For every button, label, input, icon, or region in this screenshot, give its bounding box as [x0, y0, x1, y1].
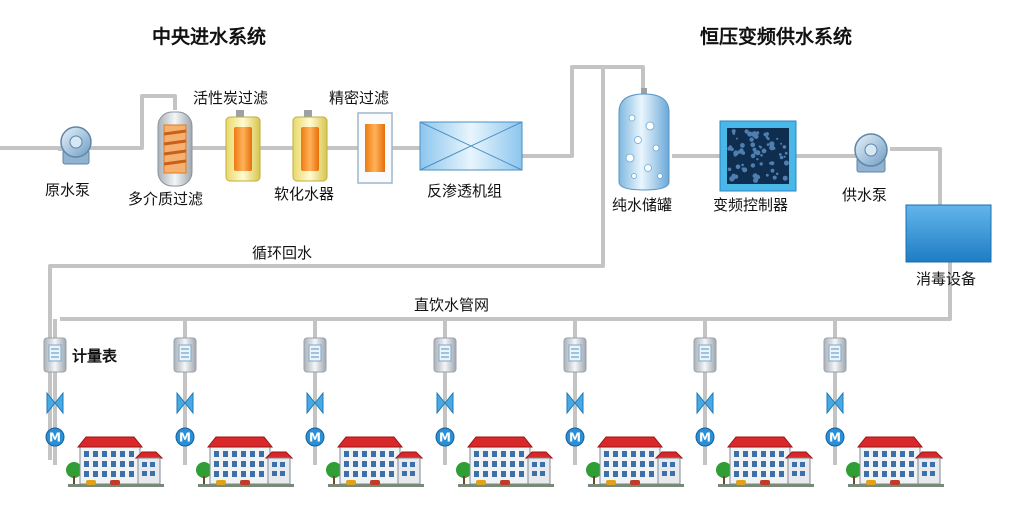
inlet-pipe [0, 94, 177, 150]
water-meter-icon [303, 337, 327, 373]
disinfection-label: 消毒设备 [916, 270, 977, 288]
pure-water-tank-icon [618, 88, 670, 191]
ro-outlet-pipe [522, 65, 645, 158]
water-meter-icon [43, 337, 67, 373]
raw-pump-icon [60, 126, 92, 165]
supply-pump-label: 供水泵 [842, 186, 888, 204]
branch-unit: M [303, 319, 424, 487]
motor-valve-glyph: M [49, 431, 61, 445]
motor-valve-icon: M [435, 427, 455, 447]
motor-valve-icon: M [305, 427, 325, 447]
valve-icon [46, 391, 64, 415]
building-icon [326, 436, 424, 487]
water-meter-icon [563, 337, 587, 373]
branch-unit: M [823, 319, 944, 487]
meter-label: 计量表 [72, 347, 118, 365]
disinfection-feed-pipe [890, 147, 942, 205]
softener-label: 软化水器 [274, 185, 335, 203]
drinking-network-label: 直饮水管网 [414, 296, 490, 314]
central-inlet-title: 中央进水系统 [152, 26, 267, 48]
precision-filter-label: 精密过滤 [329, 89, 390, 107]
building-icon [716, 436, 814, 487]
water-meter-icon [433, 337, 457, 373]
motor-valve-icon: M [825, 427, 845, 447]
water-meter-icon [173, 337, 197, 373]
carbon-filter-icon [225, 110, 261, 182]
multimedia-filter-label: 多介质过滤 [128, 190, 204, 208]
pure-tank-label: 纯水储罐 [612, 196, 673, 214]
valve-icon [826, 391, 844, 415]
valve-icon [306, 391, 324, 415]
branch-unit: M [563, 319, 684, 487]
branch-unit: M [693, 319, 814, 487]
motor-valve-glyph: M [699, 431, 711, 445]
multimedia-filter-icon [157, 111, 193, 187]
raw-pump-label: 原水泵 [45, 181, 91, 199]
motor-valve-icon: M [45, 427, 65, 447]
motor-valve-icon: M [175, 427, 195, 447]
motor-valve-glyph: M [309, 431, 321, 445]
motor-valve-glyph: M [569, 431, 581, 445]
valve-icon [436, 391, 454, 415]
valve-icon [696, 391, 714, 415]
water-meter-icon [823, 337, 847, 373]
vfd-controller-icon [719, 120, 797, 192]
motor-valve-icon: M [565, 427, 585, 447]
constant-pressure-title: 恒压变频供水系统 [700, 26, 853, 48]
disinfection-equipment-icon [905, 204, 992, 263]
supply-pump-icon [854, 133, 888, 173]
building-icon [586, 436, 684, 487]
motor-valve-glyph: M [179, 431, 191, 445]
ro-unit-icon [419, 121, 523, 171]
vfd-controller-label: 变频控制器 [713, 196, 789, 214]
building-icon [846, 436, 944, 487]
ro-unit-label: 反渗透机组 [427, 182, 503, 200]
valve-icon [566, 391, 584, 415]
building-icon [66, 436, 164, 487]
precision-filter-icon [357, 112, 393, 184]
motor-valve-icon: M [695, 427, 715, 447]
carbon-filter-label: 活性炭过滤 [193, 89, 269, 107]
branch-unit: M [173, 319, 294, 487]
motor-valve-glyph: M [439, 431, 451, 445]
valve-icon [176, 391, 194, 415]
water-meter-icon [693, 337, 717, 373]
branch-unit: M [433, 319, 554, 487]
softener-icon [292, 110, 328, 182]
branch-unit: M [43, 319, 164, 487]
building-icon [196, 436, 294, 487]
motor-valve-glyph: M [829, 431, 841, 445]
return-water-label: 循环回水 [252, 244, 313, 262]
main-network-pipe [60, 262, 952, 321]
building-icon [456, 436, 554, 487]
